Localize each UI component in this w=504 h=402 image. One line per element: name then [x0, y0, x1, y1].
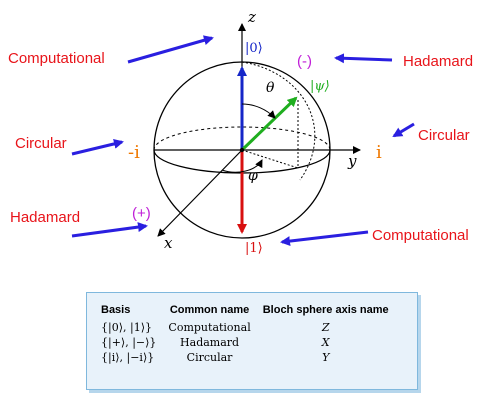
table-cell-axis: Y	[322, 351, 330, 364]
origin-point	[239, 147, 245, 153]
pointer-arrow-circular-right	[392, 122, 415, 138]
table-row: {|i⟩, |−i⟩} Circular Y	[95, 350, 395, 365]
psi-vector	[240, 96, 298, 152]
x-axis-line	[157, 149, 243, 237]
ket-one-label: |1⟩	[245, 241, 263, 256]
table-cell-basis: {|i⟩, |−i⟩}	[101, 351, 155, 364]
z-axis-label: z	[247, 8, 256, 26]
hadamard-label-bottom: Hadamard	[10, 209, 80, 226]
table-cell-name: Circular	[186, 351, 233, 364]
table-header-basis: Basis	[101, 304, 131, 316]
y-axis-label: y	[347, 152, 357, 170]
psi-projection-floor	[241, 149, 299, 169]
ket-zero-label: |0⟩	[245, 41, 263, 56]
table-row: {|+⟩, |−⟩} Hadamard X	[95, 335, 395, 350]
basis-table-box: Basis Common name Bloch sphere axis name…	[86, 292, 418, 390]
computational-label-bottom: Computational	[372, 227, 469, 244]
table-row: {|0⟩, |1⟩} Computational Z	[95, 320, 395, 335]
circular-label-right: Circular	[418, 127, 470, 144]
table-cell-axis: Z	[321, 321, 330, 334]
table-header-axis-name: Bloch sphere axis name	[262, 304, 389, 316]
table-cell-name: Hadamard	[180, 336, 240, 349]
hadamard-label-top: Hadamard	[403, 53, 473, 70]
pointer-arrow-hadamard-bottom	[71, 222, 148, 238]
phi-label: φ	[248, 168, 258, 184]
table-cell-axis: X	[321, 336, 330, 349]
circular-label-left: Circular	[15, 135, 67, 152]
pointer-arrow-circular-left	[71, 139, 124, 156]
table-cell-basis: {|0⟩, |1⟩}	[101, 321, 152, 334]
plus-i-label: i	[376, 142, 382, 163]
pointer-arrow-computational-bottom	[280, 230, 369, 247]
pointer-arrow-computational-top	[127, 35, 214, 64]
table-cell-name: Computational	[168, 321, 251, 334]
theta-arc	[241, 103, 276, 119]
ket-psi-label: |ψ⟩	[310, 79, 330, 94]
minus-state-label: (-)	[297, 53, 312, 70]
minus-i-label: -i	[128, 142, 140, 163]
computational-label-top: Computational	[8, 50, 105, 67]
table-header-common-name: Common name	[169, 304, 250, 316]
bloch-sphere-diagram: z y x |0⟩ |1⟩ |ψ⟩ θ φ (-) (+) -i i Compu…	[8, 8, 473, 256]
plus-state-label: (+)	[132, 205, 151, 222]
x-axis-label: x	[164, 234, 173, 252]
table-cell-basis: {|+⟩, |−⟩}	[101, 336, 157, 349]
table-header-row: Basis Common name Bloch sphere axis name	[95, 301, 395, 320]
meridian-dotted	[241, 61, 316, 181]
phi-arc	[221, 159, 263, 173]
equator-back	[153, 126, 331, 151]
pointer-arrow-hadamard-top	[334, 53, 393, 64]
theta-label: θ	[266, 80, 275, 96]
basis-table: Basis Common name Bloch sphere axis name…	[95, 301, 395, 365]
